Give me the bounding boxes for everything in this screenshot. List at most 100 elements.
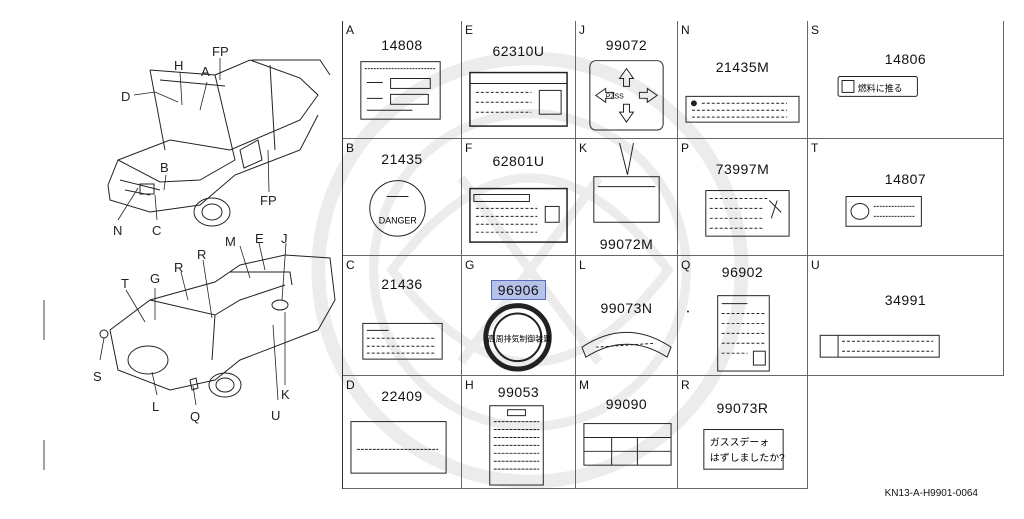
label-illustration: PZSS — [589, 60, 664, 131]
cell-letter: Q — [681, 258, 691, 272]
cell-r: R 99073R ガススデーォ はずしましたか? — [678, 376, 808, 489]
r-label-line1: ガススデーォ — [710, 435, 769, 448]
cell-e: E 62310U — [462, 21, 576, 139]
label-illustration — [360, 61, 441, 120]
label-illustration — [686, 295, 770, 372]
cell-empty — [808, 376, 1004, 489]
car-label-r2: R — [197, 247, 206, 262]
cell-d: D 22409 — [343, 376, 462, 489]
label-illustration — [362, 322, 443, 360]
label-illustration — [350, 421, 447, 474]
car-label-j: J — [281, 231, 288, 246]
cell-m: M 99090 — [576, 376, 678, 489]
car-label-r1: R — [174, 260, 183, 275]
part-number: 99073R — [716, 400, 769, 416]
car-label-k: K — [281, 387, 290, 402]
cell-letter: M — [579, 378, 589, 392]
g-label-text: 高周排気制御装置 — [488, 333, 551, 343]
part-number: 14808 — [381, 37, 423, 53]
label-illustration — [845, 196, 922, 227]
part-number: 99073N — [600, 300, 653, 316]
label-illustration — [469, 187, 568, 243]
diagram-code: KN13-A-H9901-0064 — [884, 488, 978, 499]
car-label-m: M — [225, 234, 236, 249]
s-label-text: 燃料に推る — [858, 82, 903, 93]
cell-s: S 14806 燃料に推る — [808, 21, 1004, 139]
label-illustration: DANGER — [369, 180, 426, 237]
label-illustration — [819, 334, 940, 358]
label-illustration: 高周排気制御装置 — [483, 303, 552, 372]
car-illustrations: D H A FP B N C FP M E J T G R R S L Q U … — [43, 44, 336, 470]
car-label-a: A — [201, 64, 210, 79]
cell-f: F 62801U — [462, 139, 576, 256]
cell-letter: K — [579, 141, 588, 155]
label-illustration — [593, 142, 660, 223]
label-illustration — [705, 190, 790, 237]
label-illustration: 燃料に推る — [837, 76, 918, 97]
part-number: 99072 — [605, 37, 648, 53]
part-number: 96906 — [462, 280, 575, 300]
cell-n: N 21435M — [678, 21, 808, 139]
part-number: 34991 — [884, 292, 927, 308]
car-label-s: S — [93, 369, 102, 384]
part-number: 14807 — [884, 171, 927, 187]
car-label-n: N — [113, 223, 122, 238]
part-number: 99090 — [605, 396, 648, 412]
cell-letter: A — [346, 23, 355, 37]
car-label-fp-top: FP — [212, 44, 229, 59]
cell-letter: S — [811, 23, 820, 37]
car-label-fp-side: FP — [260, 193, 277, 208]
car-label-d: D — [121, 89, 130, 104]
cell-letter: F — [465, 141, 473, 155]
car-label-u: U — [271, 408, 280, 423]
label-illustration — [685, 95, 800, 123]
cell-letter: B — [346, 141, 355, 155]
cell-b: B 21435 DANGER — [343, 139, 462, 256]
cell-letter: R — [681, 378, 690, 392]
highlighted-part-number[interactable]: 96906 — [490, 280, 547, 300]
cell-letter: G — [465, 258, 475, 272]
car-rear-view — [99, 254, 336, 398]
part-number: 14806 — [884, 51, 927, 67]
part-number: 62801U — [492, 153, 545, 169]
cell-g: G 96906 高周排気制御装置 — [462, 256, 576, 376]
cell-letter: U — [811, 258, 820, 272]
cell-c: C 21436 — [343, 256, 462, 376]
cell-u: U 34991 — [808, 256, 1004, 376]
part-number: 96902 — [721, 264, 764, 280]
label-illustration — [489, 405, 544, 486]
part-number: 99053 — [497, 384, 540, 400]
car-label-q: Q — [190, 409, 200, 424]
car-front-view — [107, 59, 331, 227]
part-number: 21435M — [715, 59, 770, 75]
car-label-t: T — [121, 276, 129, 291]
cell-j: J 99072 PZSS — [576, 21, 678, 139]
danger-text: DANGER — [379, 215, 418, 225]
cell-q: Q 96902 — [678, 256, 808, 376]
cell-letter: T — [811, 141, 819, 155]
pzss-text: PZSS — [606, 93, 624, 100]
label-grid: A 14808 E 62310U — [342, 21, 1004, 489]
cell-h: H 99053 — [462, 376, 576, 489]
label-illustration — [469, 71, 568, 127]
cell-letter: N — [681, 23, 690, 37]
part-number: 73997M — [715, 161, 770, 177]
cell-l: L 99073N — [576, 256, 678, 376]
part-number: 21436 — [381, 276, 423, 292]
cell-a: A 14808 — [343, 21, 462, 139]
cell-letter: J — [579, 23, 585, 37]
cell-letter: D — [346, 378, 355, 392]
cell-k: K 99072M — [576, 139, 678, 256]
label-illustration — [581, 331, 672, 358]
car-label-e: E — [255, 231, 264, 246]
part-number: 22409 — [381, 388, 423, 404]
part-number: 62310U — [492, 43, 545, 59]
label-illustration — [583, 423, 672, 466]
car-label-c: C — [152, 223, 161, 238]
cell-letter: E — [465, 23, 474, 37]
car-label-b: B — [160, 160, 169, 175]
label-illustration: ガススデーォ はずしましたか? — [703, 429, 785, 470]
cell-letter: C — [346, 258, 355, 272]
car-label-l: L — [152, 399, 159, 414]
